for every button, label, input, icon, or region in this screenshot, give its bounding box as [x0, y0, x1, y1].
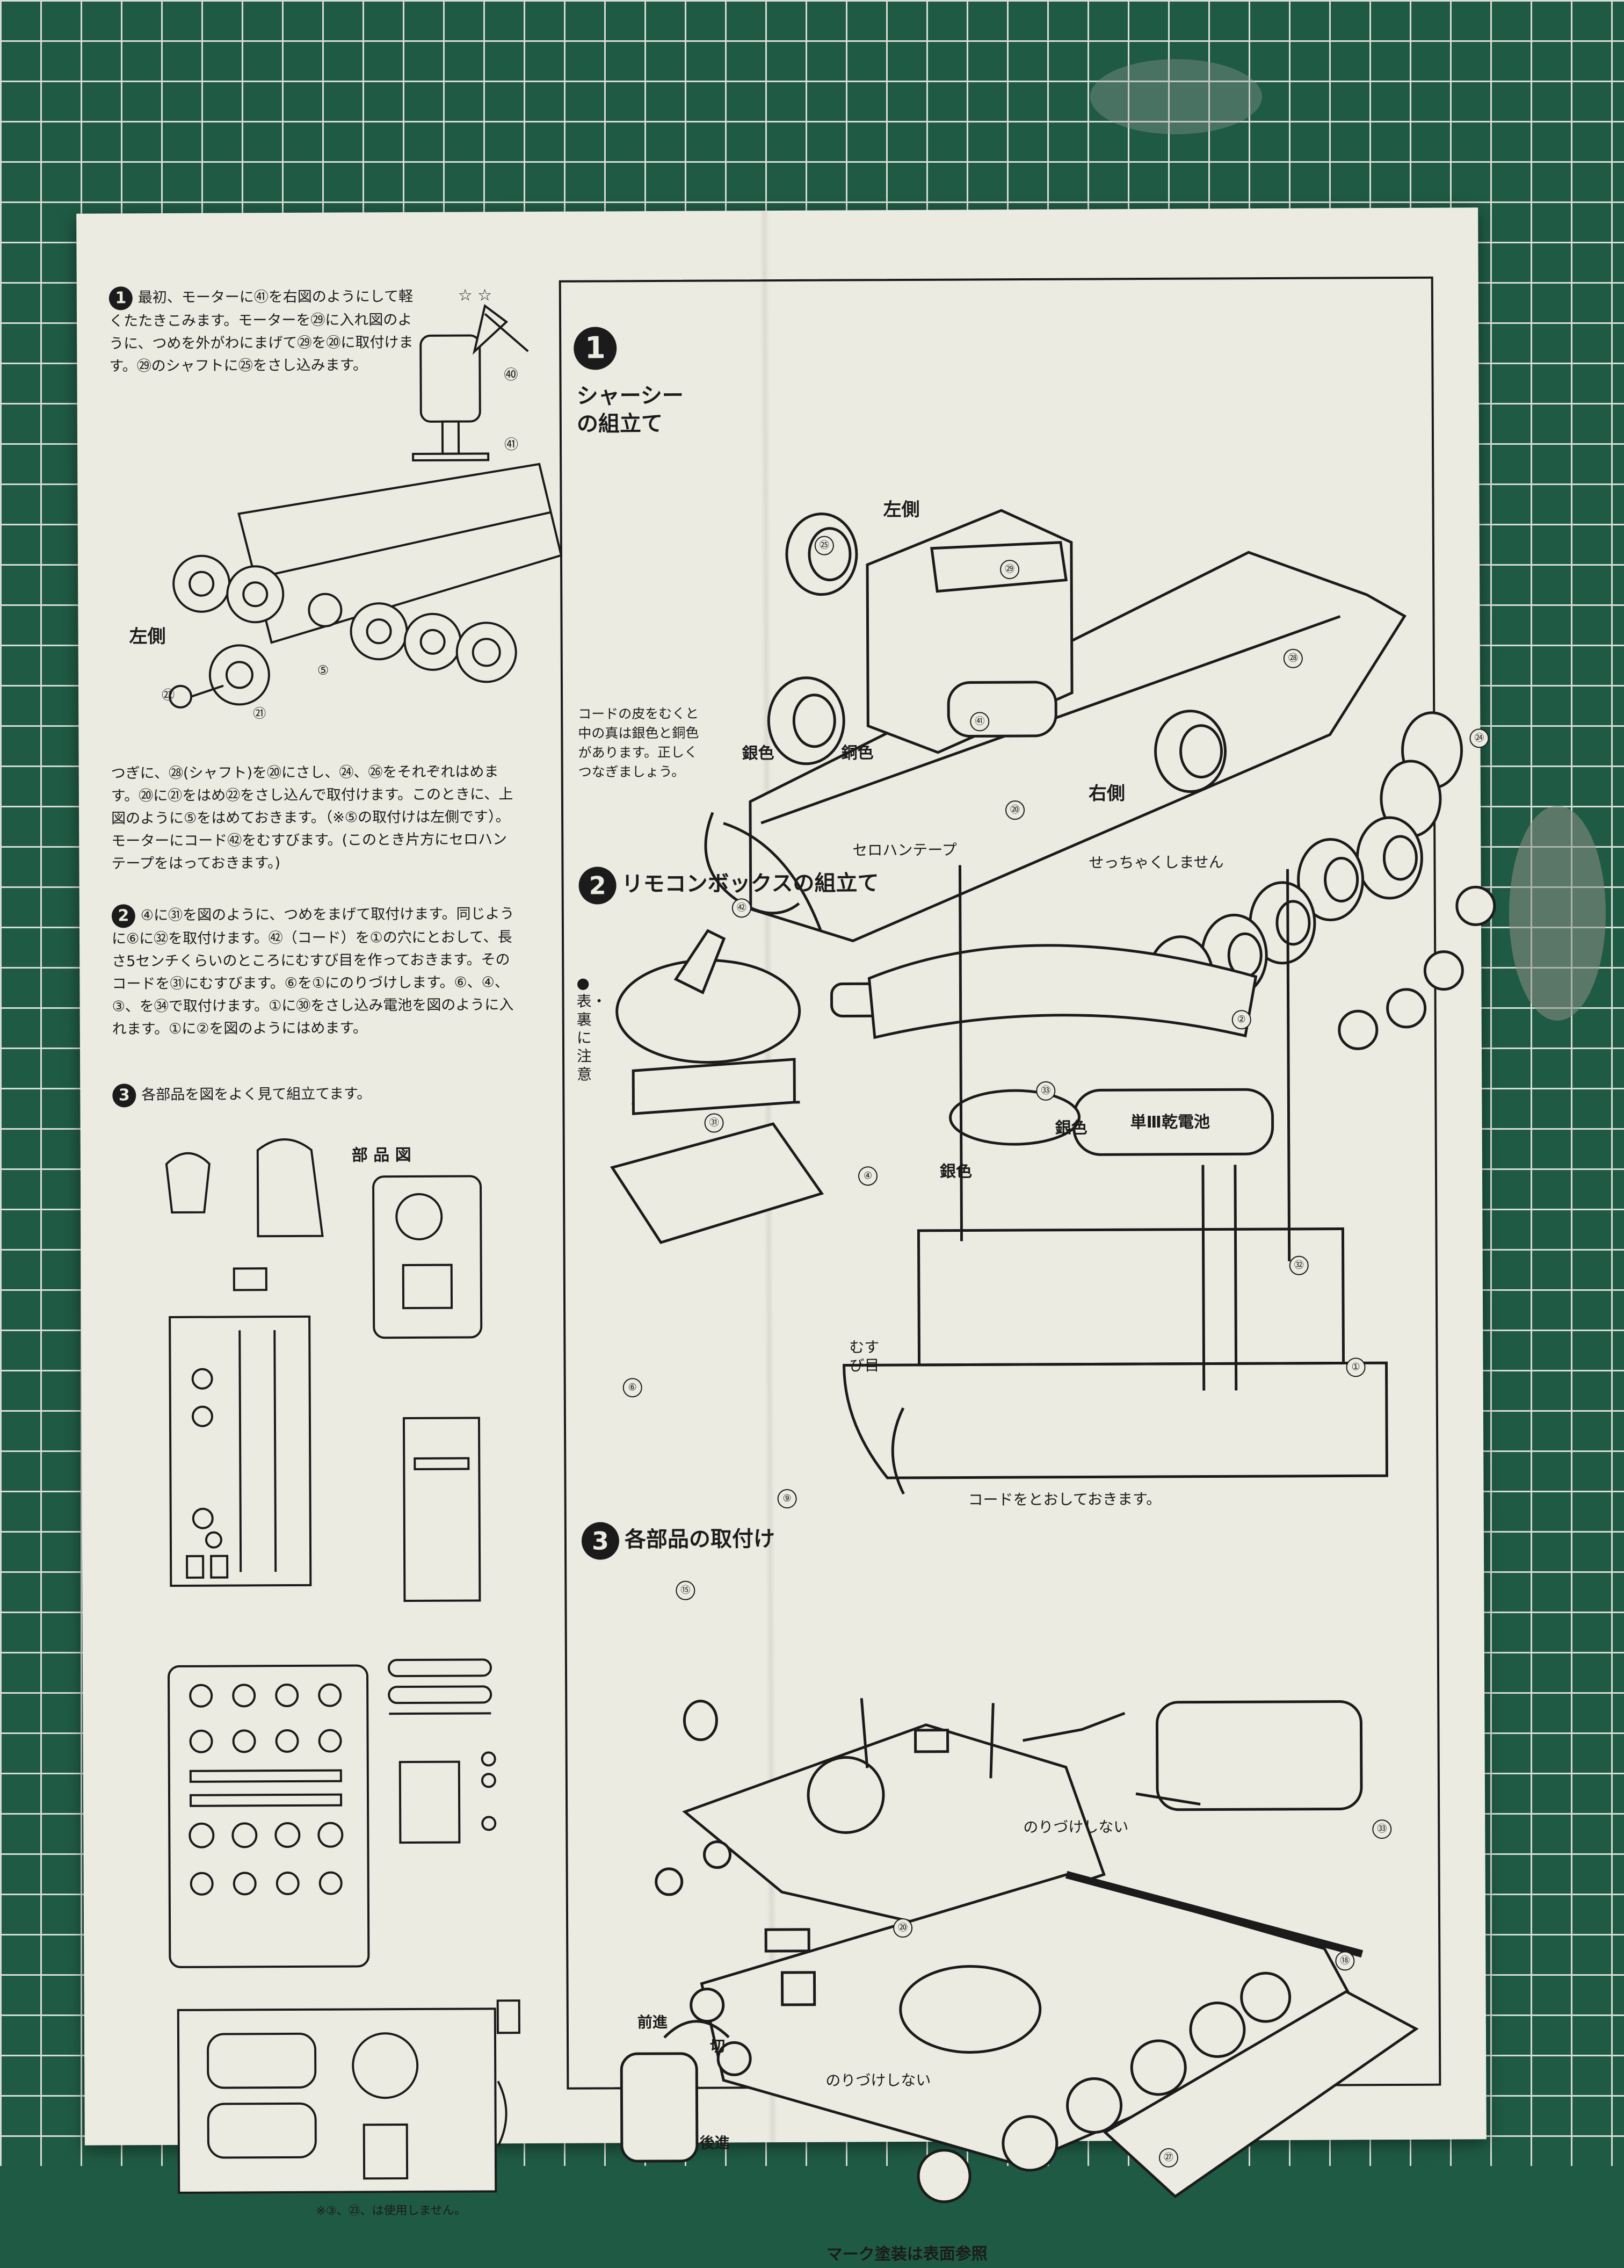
part-callout: ㉜: [1289, 1255, 1309, 1275]
svg-text:㉑: ㉑: [253, 706, 266, 721]
forward-label: 前進: [637, 2013, 668, 2032]
marking-note: マーク塗装は表面参照: [826, 2244, 988, 2264]
part-callout: ㉙: [999, 560, 1020, 580]
remote-box-assembly-illustration: [610, 865, 1388, 1495]
part-callout: ㊷: [731, 898, 751, 918]
svg-text:⑤: ⑤: [317, 663, 329, 678]
parts-sprues-diagram: [165, 1138, 520, 2194]
svg-text:☆ ☆: ☆ ☆: [458, 286, 492, 305]
part-callout: ⑮: [676, 1580, 695, 1600]
svg-text:㊶: ㊶: [504, 437, 518, 453]
left-side-wheels-sketch: ㉑ ㉒ ⑤: [162, 463, 563, 721]
part-callout: ⑨: [777, 1489, 797, 1509]
svg-text:㉒: ㉒: [162, 688, 175, 703]
no-glue-label-a: のりづけしない: [1023, 1818, 1129, 1837]
svg-text:㊵: ㊵: [504, 367, 518, 383]
no-glue-label-b: のりづけしない: [825, 2071, 931, 2090]
part-callout: ㉗: [1158, 2148, 1179, 2168]
part-callout: ㉕: [814, 536, 834, 555]
motor-hammer-illustration: ☆ ☆ ㊵ ㊶: [412, 286, 529, 461]
chassis-assembly-illustration: [704, 509, 1496, 1050]
part-callout: ㉔: [1469, 728, 1489, 748]
off-label: 切: [709, 2037, 726, 2055]
part-callout: ㉝: [1372, 1819, 1392, 1839]
tank-final-assembly-illustration: [620, 1698, 1419, 2204]
part-callout: ㊶: [970, 712, 990, 732]
part-callout: ㉘: [1283, 648, 1303, 668]
part-callout: ⑳: [893, 1918, 913, 1938]
part-callout: ①: [1346, 1357, 1366, 1377]
reverse-label: 後進: [699, 2134, 730, 2152]
footnote: ※③、㉓、は使用しません。: [316, 2204, 466, 2218]
part-callout: ㉝: [1036, 1081, 1056, 1101]
part-callout: ②: [1231, 1010, 1251, 1030]
part-callout: ⑳: [1005, 800, 1025, 820]
part-callout: ⑱: [1335, 1951, 1355, 1971]
part-callout: ㉛: [704, 1113, 724, 1133]
part-callout: ⑥: [622, 1378, 642, 1398]
part-callout: ④: [858, 1166, 878, 1186]
